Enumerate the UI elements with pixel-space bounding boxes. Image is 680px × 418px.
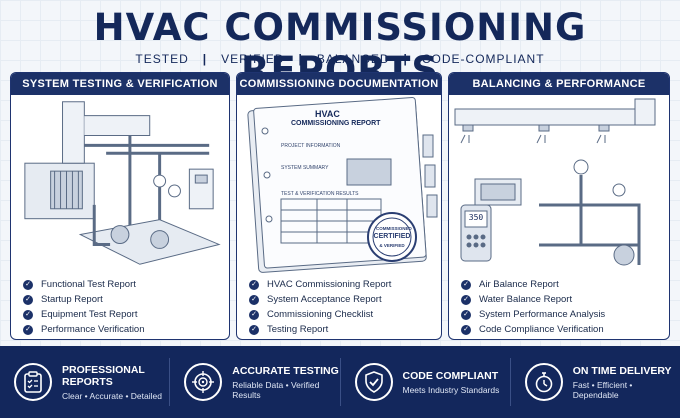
stopwatch-icon: [524, 363, 563, 401]
list-item: ✓Code Compliance Verification: [461, 322, 605, 337]
tag-separator: |: [202, 52, 208, 66]
list-item: ✓System Performance Analysis: [461, 307, 605, 322]
feature-code-compliant: CODE COMPLIANT Meets Industry Standards: [341, 358, 511, 406]
tag-verified: VERIFIED: [221, 52, 285, 66]
list-item: ✓Performance Verification: [23, 322, 145, 337]
tag-tested: TESTED: [135, 52, 189, 66]
list-item: ✓Testing Report: [249, 322, 391, 337]
check-icon: ✓: [461, 279, 471, 290]
feature-subtitle: Reliable Data • Verified Results: [232, 379, 320, 400]
check-icon: ✓: [249, 294, 259, 305]
feature-title: ACCURATE TESTING: [232, 364, 339, 377]
binder-section: TEST & VERIFICATION RESULTS: [281, 191, 359, 197]
report-list: ✓HVAC Commissioning Report ✓System Accep…: [249, 277, 391, 337]
page-title: HVAC COMMISSIONING REPORTS: [93, 6, 587, 92]
list-item: ✓Commissioning Checklist: [249, 307, 391, 322]
feature-subtitle: Fast • Efficient • Dependable: [572, 379, 633, 400]
panel-title: SYSTEM TESTING & VERIFICATION: [11, 73, 229, 95]
feature-accurate-testing: ACCURATE TESTING Reliable Data • Verifie…: [170, 358, 341, 406]
panel-commissioning-documentation: COMMISSIONING DOCUMENTATION HVAC: [236, 72, 442, 340]
tag-code-compliant: CODE-COMPLIANT: [421, 52, 545, 66]
panel-system-testing: SYSTEM TESTING & VERIFICATION ✓Functiona…: [10, 72, 230, 340]
panel-title: BALANCING & PERFORMANCE: [449, 73, 669, 95]
check-icon: ✓: [23, 294, 33, 305]
panel-title: COMMISSIONING DOCUMENTATION: [237, 73, 441, 95]
binder-section: SYSTEM SUMMARY: [281, 165, 329, 171]
list-item: ✓System Acceptance Report: [249, 292, 391, 307]
stamp-bottom: & VERIFIED: [379, 243, 405, 248]
check-icon: ✓: [461, 324, 471, 335]
feature-bar: PROFESSIONAL REPORTS Clear • Accurate • …: [0, 346, 680, 418]
feature-on-time-delivery: ON TIME DELIVERY Fast • Efficient • Depe…: [511, 358, 680, 406]
balancing-illustration: 350: [449, 95, 669, 275]
meter-reading: 350: [468, 213, 484, 222]
list-item: ✓Functional Test Report: [23, 277, 145, 292]
check-icon: ✓: [23, 279, 33, 290]
report-list: ✓Functional Test Report ✓Startup Report …: [23, 277, 145, 337]
binder-heading: HVAC: [315, 109, 340, 119]
target-icon: [184, 363, 223, 401]
check-icon: ✓: [23, 324, 33, 335]
feature-title: PROFESSIONAL REPORTS: [62, 363, 145, 388]
check-icon: ✓: [461, 294, 471, 305]
tagline: TESTED | VERIFIED | BALANCED | CODE-COMP…: [0, 52, 680, 66]
list-item: ✓HVAC Commissioning Report: [249, 277, 391, 292]
check-icon: ✓: [249, 279, 259, 290]
feature-title: ON TIME DELIVERY: [572, 364, 672, 377]
tag-separator: |: [403, 52, 408, 66]
feature-professional-reports: PROFESSIONAL REPORTS Clear • Accurate • …: [0, 358, 171, 406]
check-icon: ✓: [461, 309, 471, 320]
list-item: ✓Startup Report: [23, 292, 145, 307]
binder-section: PROJECT INFORMATION: [281, 143, 341, 149]
shield-check-icon: [354, 363, 393, 401]
clipboard-icon: [14, 363, 52, 401]
feature-title: CODE COMPLIANT: [402, 369, 499, 382]
equipment-illustration: [24, 101, 221, 265]
binder-illustration: HVAC COMMISSIONING REPORT PROJECT INFORM…: [237, 95, 441, 275]
binder-subheading: COMMISSIONING REPORT: [291, 120, 381, 127]
check-icon: ✓: [249, 309, 259, 320]
tag-balanced: BALANCED: [316, 52, 390, 66]
feature-subtitle: Clear • Accurate • Detailed: [62, 390, 162, 401]
list-item: ✓Air Balance Report: [461, 277, 605, 292]
list-item: ✓Equipment Test Report: [23, 307, 145, 322]
tag-separator: |: [298, 52, 303, 66]
check-icon: ✓: [23, 309, 33, 320]
report-list: ✓Air Balance Report ✓Water Balance Repor…: [461, 277, 605, 337]
feature-subtitle: Meets Industry Standards: [402, 384, 500, 395]
list-item: ✓Water Balance Report: [461, 292, 605, 307]
stamp-main: CERTIFIED: [373, 233, 411, 240]
stamp-top: COMMISSIONED: [376, 226, 412, 231]
panel-balancing-performance: BALANCING & PERFORMANCE: [448, 72, 670, 340]
check-icon: ✓: [249, 324, 259, 335]
